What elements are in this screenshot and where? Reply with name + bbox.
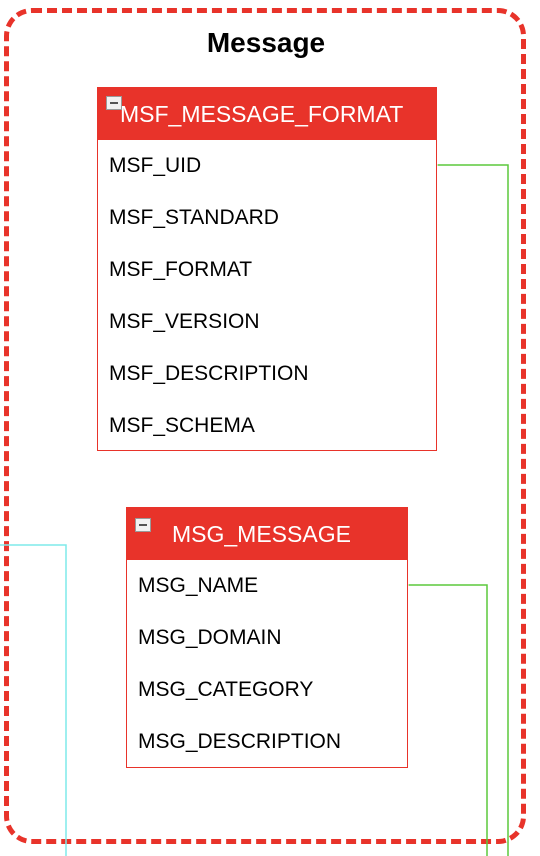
message-group-container[interactable] bbox=[4, 8, 526, 844]
table-header[interactable]: MSF_MESSAGE_FORMAT bbox=[98, 88, 436, 140]
table-name: MSG_MESSAGE bbox=[172, 521, 351, 547]
column-row[interactable]: MSG_NAME bbox=[138, 574, 259, 597]
relation-line-external[interactable] bbox=[0, 544, 67, 856]
column-row[interactable]: MSF_SCHEMA bbox=[109, 414, 255, 437]
table-columns: MSF_UID MSF_STANDARD MSF_FORMAT MSF_VERS… bbox=[98, 140, 436, 452]
group-title: Message bbox=[206, 27, 326, 58]
column-row[interactable]: MSG_DOMAIN bbox=[138, 626, 282, 649]
table-msf-message-format[interactable]: MSF_MESSAGE_FORMAT MSF_UID MSF_STANDARD … bbox=[97, 87, 437, 451]
column-row[interactable]: MSF_FORMAT bbox=[109, 258, 253, 281]
column-row[interactable]: MSF_DESCRIPTION bbox=[109, 362, 309, 385]
column-row[interactable]: MSG_CATEGORY bbox=[138, 678, 314, 701]
table-name: MSF_MESSAGE_FORMAT bbox=[120, 101, 404, 127]
table-header[interactable]: MSG_MESSAGE bbox=[127, 508, 407, 560]
relation-line-to-msf-uid[interactable] bbox=[428, 159, 509, 856]
column-row[interactable]: MSF_VERSION bbox=[109, 310, 260, 333]
collapse-icon[interactable] bbox=[106, 96, 122, 110]
column-row[interactable]: MSG_DESCRIPTION bbox=[138, 730, 342, 753]
collapse-icon[interactable] bbox=[135, 518, 151, 532]
relation-line-to-msg-name[interactable] bbox=[399, 579, 488, 856]
table-msg-message[interactable]: MSG_MESSAGE MSG_NAME MSG_DOMAIN MSG_CATE… bbox=[126, 507, 408, 768]
table-columns: MSG_NAME MSG_DOMAIN MSG_CATEGORY MSG_DES… bbox=[127, 560, 407, 768]
column-row[interactable]: MSF_STANDARD bbox=[109, 206, 279, 229]
column-row[interactable]: MSF_UID bbox=[109, 154, 202, 177]
